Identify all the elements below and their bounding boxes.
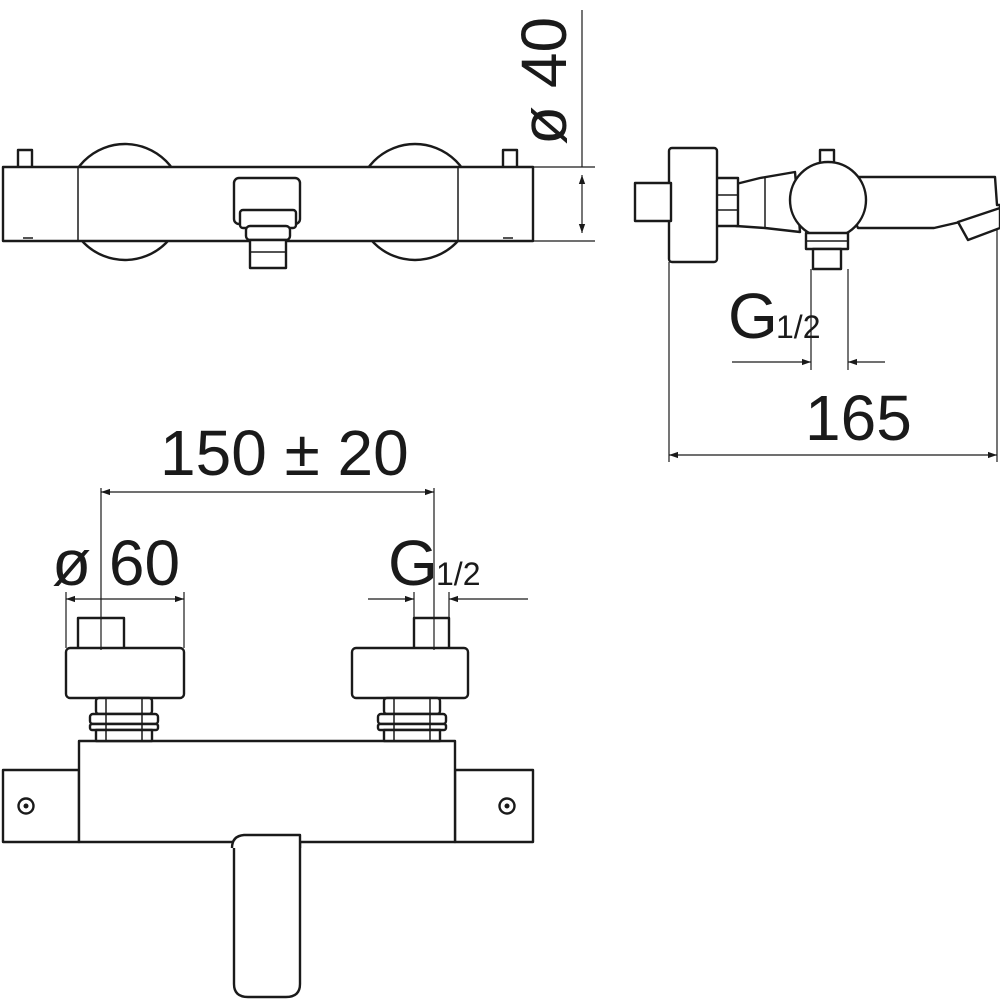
front-view-left-nut [88,712,160,726]
label-diameter-60: ø 60 [52,527,180,599]
front-view-right-eccentric [412,616,451,652]
front-view-right-bracket [453,768,535,844]
dimension-diameter-60: ø 60 [52,527,185,648]
label-diameter-40: ø 40 [508,17,580,145]
top-view-right-stem [501,148,519,170]
dimension-thread-front: G 1/2 [368,527,528,618]
dimension-diameter-40: ø 40 [508,10,595,242]
label-thread-side-frac: 1/2 [776,309,820,345]
label-thread-front-g: G [388,527,438,599]
top-view [1,142,535,270]
side-view-nut [714,176,740,228]
side-view-inlet [811,247,843,271]
front-view-spout [232,840,302,999]
label-thread-side-g: G [728,280,778,352]
dimension-thread-side: G 1/2 [728,269,885,370]
label-centres-150: 150 ± 20 [160,417,409,489]
dimension-depth-165: 165 [668,228,998,462]
dimension-centres-150: 150 ± 20 [100,417,435,650]
front-view [1,616,535,999]
front-view-right-cap [350,646,470,700]
top-view-left-stem [16,148,34,170]
side-view-body [788,160,868,240]
label-thread-front-frac: 1/2 [436,556,480,592]
label-depth-165: 165 [805,382,912,454]
front-view-left-bracket [1,768,81,844]
front-view-right-nut [376,712,448,726]
front-view-left-cap [64,646,186,700]
front-view-body [77,739,457,844]
side-view-spout [833,175,1000,230]
side-view [633,146,1000,271]
side-view-wall-cap [667,146,719,264]
